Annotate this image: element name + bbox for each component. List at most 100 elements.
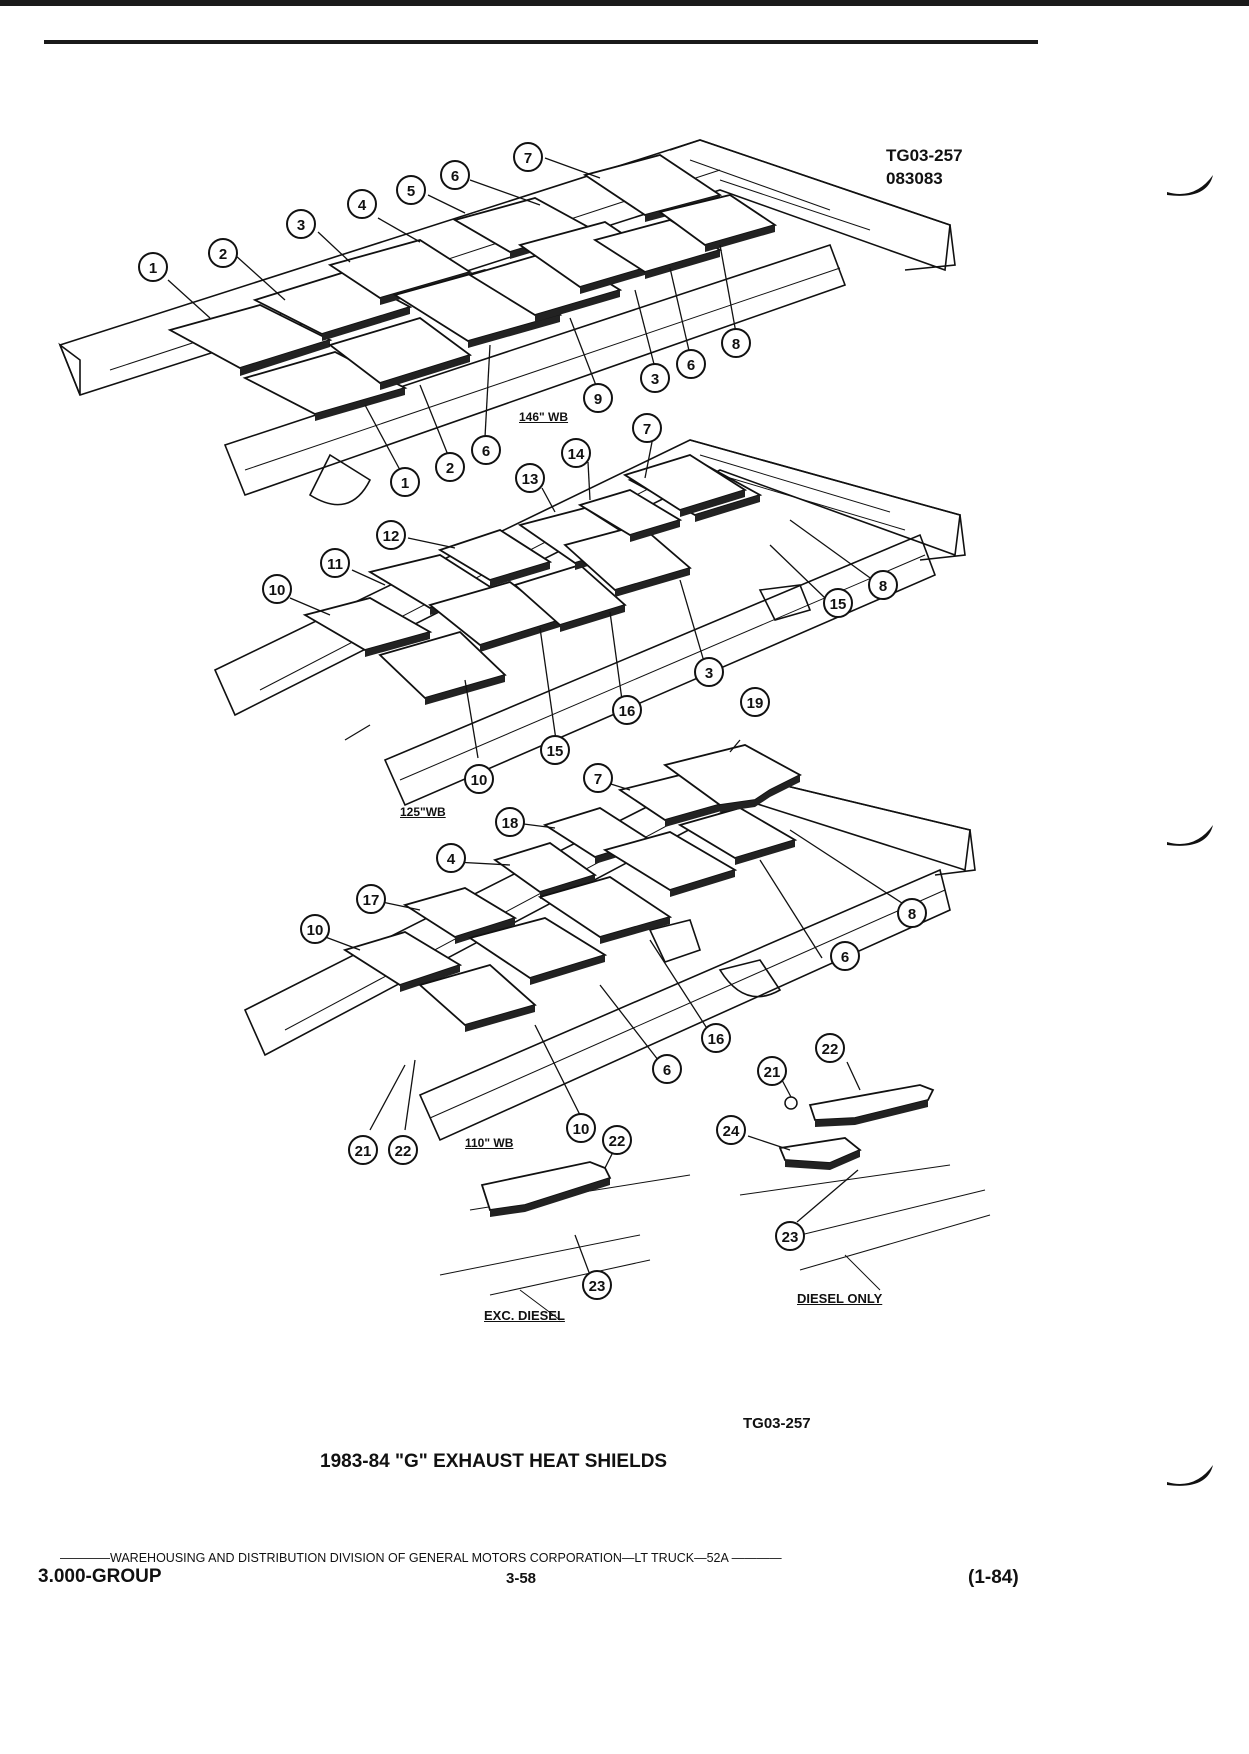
callout-22a: 22 bbox=[815, 1033, 845, 1063]
footer-group: 3.000-GROUP bbox=[38, 1566, 162, 1587]
callout-1b: 1 bbox=[390, 467, 420, 497]
shields-146-wb bbox=[167, 154, 778, 421]
svg-text:1: 1 bbox=[149, 260, 157, 277]
callout-23b: 23 bbox=[582, 1270, 612, 1300]
callout-3a: 3 bbox=[286, 209, 316, 239]
leaders-146-wb bbox=[167, 157, 737, 471]
callout-4b: 4 bbox=[436, 843, 466, 873]
svg-text:9: 9 bbox=[594, 391, 602, 408]
svg-text:11: 11 bbox=[327, 556, 343, 573]
callout-16b: 16 bbox=[701, 1023, 731, 1053]
callout-6c: 6 bbox=[471, 435, 501, 465]
shields-125-wb bbox=[302, 454, 763, 705]
callout-22c: 22 bbox=[388, 1135, 418, 1165]
callout-10a: 10 bbox=[262, 574, 292, 604]
callout-19: 19 bbox=[740, 687, 770, 717]
svg-text:22: 22 bbox=[395, 1143, 412, 1160]
svg-text:12: 12 bbox=[383, 528, 400, 545]
binder-hole-mark-top bbox=[1167, 175, 1213, 196]
callout-6b: 6 bbox=[676, 349, 706, 379]
callout-3b: 3 bbox=[640, 363, 670, 393]
callout-17: 17 bbox=[356, 884, 386, 914]
callout-18: 18 bbox=[495, 807, 525, 837]
leaders-125-wb bbox=[289, 441, 874, 759]
callout-21a: 21 bbox=[757, 1056, 787, 1086]
svg-text:1: 1 bbox=[401, 475, 409, 492]
svg-text:4: 4 bbox=[358, 197, 367, 214]
label-exc-diesel: EXC. DIESEL bbox=[484, 1308, 565, 1323]
svg-text:22: 22 bbox=[609, 1133, 626, 1150]
svg-text:4: 4 bbox=[447, 851, 456, 868]
callout-11: 11 bbox=[320, 548, 350, 578]
callout-23a: 23 bbox=[775, 1221, 805, 1251]
svg-text:18: 18 bbox=[502, 815, 519, 832]
callout-1a: 1 bbox=[138, 252, 168, 282]
callout-15a: 15 bbox=[823, 588, 853, 618]
figure-code: TG03-257 bbox=[743, 1415, 811, 1432]
callout-7b: 7 bbox=[632, 413, 662, 443]
svg-text:7: 7 bbox=[524, 150, 532, 167]
svg-text:3: 3 bbox=[651, 371, 659, 388]
callout-10b: 10 bbox=[464, 764, 494, 794]
label-diesel-only: DIESEL ONLY bbox=[797, 1291, 883, 1306]
page-title: 1983-84 "G" EXHAUST HEAT SHIELDS bbox=[320, 1451, 668, 1472]
svg-text:21: 21 bbox=[355, 1143, 372, 1160]
callout-10d: 10 bbox=[566, 1113, 596, 1143]
svg-text:6: 6 bbox=[841, 949, 849, 966]
callout-13: 13 bbox=[515, 463, 545, 493]
svg-text:10: 10 bbox=[269, 582, 286, 599]
callout-14: 14 bbox=[561, 438, 591, 468]
callout-4a: 4 bbox=[347, 189, 377, 219]
frame-110-wb bbox=[243, 769, 976, 1142]
callout-7c: 7 bbox=[583, 763, 613, 793]
svg-text:8: 8 bbox=[879, 578, 887, 595]
svg-text:7: 7 bbox=[643, 421, 651, 438]
footer-publisher-line: ————WAREHOUSING AND DISTRIBUTION DIVISIO… bbox=[60, 1551, 782, 1565]
svg-text:23: 23 bbox=[589, 1278, 606, 1295]
svg-text:15: 15 bbox=[547, 743, 564, 760]
callout-8a: 8 bbox=[721, 328, 751, 358]
svg-text:3: 3 bbox=[297, 217, 305, 234]
svg-text:8: 8 bbox=[908, 906, 916, 923]
svg-text:5: 5 bbox=[407, 183, 415, 200]
callout-7a: 7 bbox=[513, 142, 543, 172]
svg-text:15: 15 bbox=[830, 596, 847, 613]
callout-6d: 6 bbox=[830, 941, 860, 971]
shields-110-wb bbox=[342, 744, 802, 1032]
svg-text:3: 3 bbox=[705, 665, 713, 682]
callout-6e: 6 bbox=[652, 1054, 682, 1084]
svg-text:6: 6 bbox=[451, 168, 459, 185]
header-rule bbox=[44, 40, 1038, 44]
footer-page-number: 3-58 bbox=[506, 1570, 537, 1587]
svg-text:10: 10 bbox=[471, 772, 488, 789]
callout-15b: 15 bbox=[540, 735, 570, 765]
svg-text:17: 17 bbox=[363, 892, 380, 909]
svg-text:10: 10 bbox=[307, 922, 324, 939]
callout-8b: 8 bbox=[868, 570, 898, 600]
callout-5a: 5 bbox=[396, 175, 426, 205]
svg-text:6: 6 bbox=[687, 357, 695, 374]
footer-date: (1-84) bbox=[968, 1567, 1019, 1588]
label-146-wb: 146" WB bbox=[519, 410, 569, 424]
callout-2b: 2 bbox=[435, 452, 465, 482]
svg-text:7: 7 bbox=[594, 771, 602, 788]
svg-text:16: 16 bbox=[619, 703, 636, 720]
callout-2a: 2 bbox=[208, 238, 238, 268]
svg-text:13: 13 bbox=[522, 471, 539, 488]
binder-hole-mark-middle bbox=[1167, 825, 1213, 846]
reference-code: TG03-257 bbox=[886, 146, 963, 165]
svg-text:2: 2 bbox=[219, 246, 227, 263]
svg-text:24: 24 bbox=[723, 1123, 740, 1140]
svg-text:14: 14 bbox=[568, 446, 585, 463]
callout-24: 24 bbox=[716, 1115, 746, 1145]
callout-21b: 21 bbox=[348, 1135, 378, 1165]
svg-text:23: 23 bbox=[782, 1229, 799, 1246]
svg-text:19: 19 bbox=[747, 695, 764, 712]
svg-text:6: 6 bbox=[482, 443, 490, 460]
label-125-wb: 125"WB bbox=[400, 805, 446, 819]
label-110-wb: 110" WB bbox=[465, 1136, 514, 1150]
callout-12: 12 bbox=[376, 520, 406, 550]
svg-text:10: 10 bbox=[573, 1121, 590, 1138]
detail-diesel-only bbox=[739, 1061, 991, 1291]
